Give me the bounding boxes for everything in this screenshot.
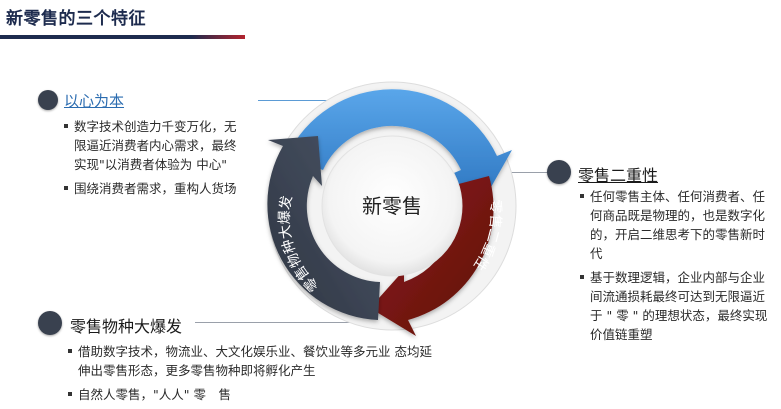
section-marker-bottom [38, 311, 62, 335]
connector-line-right [505, 172, 553, 173]
page-title: 新零售的三个特征 [6, 9, 146, 29]
ring-segment-left [267, 136, 380, 320]
list-item: 基于数理逻辑，企业内部与企业 间流通损耗最终可达到无限逼近 于 " 零 " 的理… [580, 268, 776, 344]
title-underline [0, 35, 245, 39]
section-list-bottom: 借助数字技术，物流业、大文化娱乐业、餐饮业等多元业 态均延伸出零售形态，更多零售… [68, 342, 438, 409]
section-list-right: 任何零售主体、任何消费者、任 何商品既是物理的，也是数字化的，开启二维思考下的零… [580, 187, 776, 349]
section-list-left-top: 数字技术创造力千变万化，无限逼近消费者内心需求，最终实现"以消费者体验为 中心"… [64, 117, 244, 203]
section-marker-left-top [38, 90, 58, 110]
list-item: 数字技术创造力千变万化，无限逼近消费者内心需求，最终实现"以消费者体验为 中心" [64, 117, 244, 174]
section-title-left-top: 以心为本 [64, 92, 125, 110]
center-circle [321, 135, 463, 277]
list-item: 借助数字技术，物流业、大文化娱乐业、餐饮业等多元业 态均延伸出零售形态，更多零售… [68, 342, 438, 380]
center-label: 新零售 [362, 194, 422, 218]
ring-segment-top [287, 89, 512, 196]
ring-segment-right [370, 176, 494, 336]
section-marker-right [547, 160, 571, 184]
section-title-bottom: 零售物种大爆发 [70, 317, 183, 336]
connector-line-bottom [195, 322, 355, 323]
section-title-right: 零售二重性 [578, 166, 659, 185]
list-item: 围绕消费者需求，重构人货场 [64, 179, 244, 198]
list-item: 任何零售主体、任何消费者、任 何商品既是物理的，也是数字化的，开启二维思考下的零… [580, 187, 776, 263]
ring-label-top: 以心为本 [372, 51, 432, 71]
svg-text:以心为本: 以心为本 [372, 51, 432, 71]
list-item: 自然人零售，"人人" 零 售 [68, 385, 438, 404]
connector-line-top [258, 100, 368, 101]
